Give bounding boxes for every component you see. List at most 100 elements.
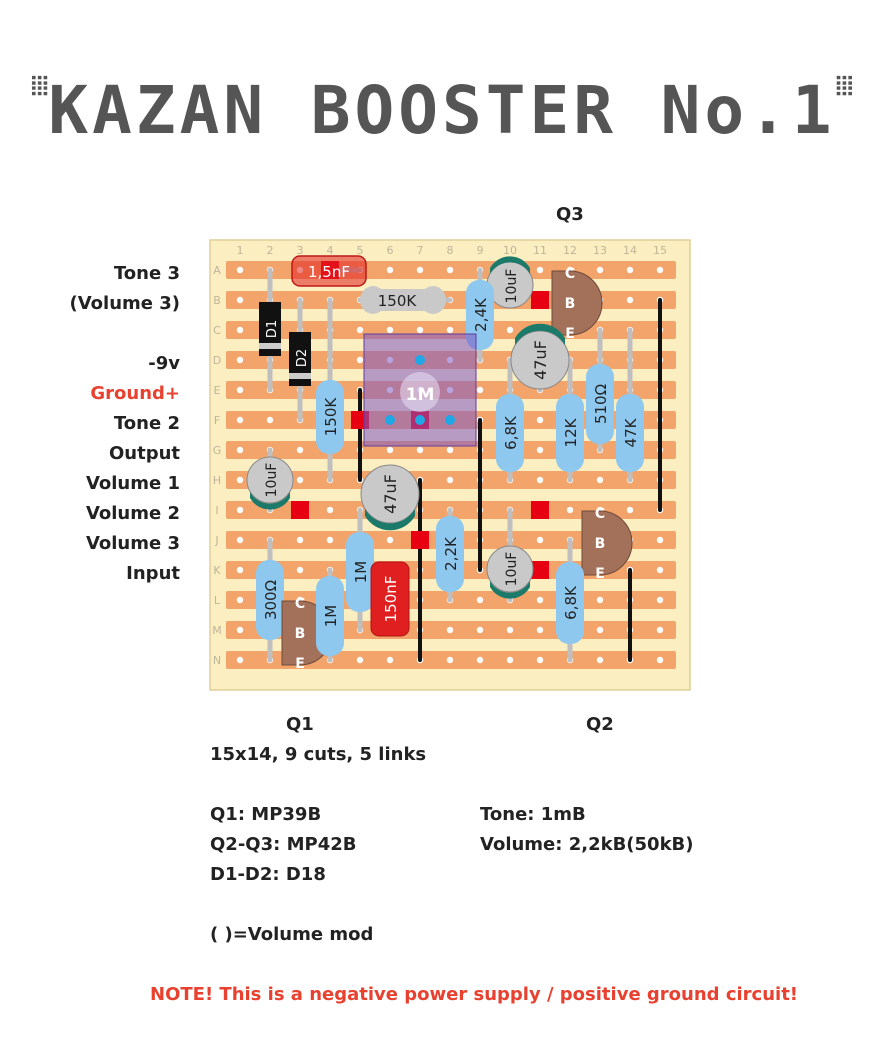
strip-hole xyxy=(536,656,544,664)
d1-d2-spec: D1-D2: D18 xyxy=(210,864,326,885)
pin-e-label: E xyxy=(565,326,575,342)
strip-hole xyxy=(656,626,664,634)
left-label-ground: Ground+ xyxy=(90,383,180,404)
strip-cut xyxy=(531,291,549,309)
strip-hole xyxy=(536,596,544,604)
row-letter: H xyxy=(213,474,221,487)
col-number: 7 xyxy=(417,244,424,257)
pin-b-label: B xyxy=(295,626,306,642)
strip-hole xyxy=(386,446,394,454)
capacitor-1-5nf: 1,5nF xyxy=(291,255,367,287)
capacitor-label: 10uF xyxy=(264,463,280,498)
resistor-label: 47K xyxy=(622,417,640,447)
strip-hole xyxy=(596,596,604,604)
strip-hole xyxy=(386,656,394,664)
strip-hole xyxy=(236,266,244,274)
strip-hole xyxy=(416,266,424,274)
col-number: 5 xyxy=(357,244,364,257)
transistor-q2: C B E xyxy=(581,506,633,582)
strip-hole xyxy=(536,476,544,484)
col-number: 1 xyxy=(237,244,244,257)
row-letter: J xyxy=(214,534,218,547)
col-number: 11 xyxy=(533,244,547,257)
potentiometer-label: 1M xyxy=(406,385,435,405)
strip-hole xyxy=(236,476,244,484)
strip-hole xyxy=(296,476,304,484)
polarity-warning: NOTE! This is a negative power supply / … xyxy=(150,984,799,1005)
strip-hole xyxy=(566,506,574,514)
title-ornament-left: ⦙⦙⦙ xyxy=(30,72,49,102)
wire-links xyxy=(358,298,662,662)
pin-c-label: C xyxy=(295,596,305,612)
strip-hole xyxy=(596,656,604,664)
strip-hole xyxy=(326,506,334,514)
row-letter: D xyxy=(213,354,221,367)
q1-label: Q1 xyxy=(286,714,314,735)
strip-hole xyxy=(446,626,454,634)
strip-hole xyxy=(446,326,454,334)
strip-hole xyxy=(626,296,634,304)
strip-hole xyxy=(536,266,544,274)
resistor-2-4k: 2,4K xyxy=(466,280,494,350)
pin-c-label: C xyxy=(565,266,575,282)
strip-hole xyxy=(656,656,664,664)
strip-hole xyxy=(536,416,544,424)
strip-hole xyxy=(296,446,304,454)
strip-hole xyxy=(446,656,454,664)
board-summary: 15x14, 9 cuts, 5 links xyxy=(210,744,427,765)
strip-cut xyxy=(531,561,549,579)
resistor-label: 12K xyxy=(562,417,580,447)
col-number: 4 xyxy=(327,244,334,257)
col-number: 2 xyxy=(267,244,274,257)
resistor-47k: 47K xyxy=(616,394,644,472)
strip-hole xyxy=(476,656,484,664)
resistor-510: 510Ω xyxy=(586,364,614,444)
capacitor-label: 10uF xyxy=(504,552,520,587)
strip-cut xyxy=(291,501,309,519)
strip-cut xyxy=(531,501,549,519)
strip-hole xyxy=(236,536,244,544)
pin-b-label: B xyxy=(565,296,576,312)
capacitor-47uf-top: 47uF xyxy=(510,323,570,390)
row-letter: F xyxy=(214,414,220,427)
strip-hole xyxy=(506,656,514,664)
col-number: 10 xyxy=(503,244,517,257)
resistor-label: 150K xyxy=(322,397,340,437)
resistor-1m-a: 1M xyxy=(346,532,374,612)
volume-pot-spec: Volume: 2,2kB(50kB) xyxy=(480,834,694,855)
strip-hole xyxy=(476,626,484,634)
strip-hole xyxy=(356,326,364,334)
left-label-input: Input xyxy=(126,563,180,584)
strip-hole xyxy=(536,536,544,544)
strip-hole xyxy=(476,386,484,394)
strip-hole xyxy=(236,386,244,394)
pin-c-label: C xyxy=(595,506,605,522)
capacitor-label: 10uF xyxy=(504,269,520,304)
strip-hole xyxy=(356,656,364,664)
strip-hole xyxy=(656,566,664,574)
strip-hole xyxy=(416,446,424,454)
resistor-1m-b: 1M xyxy=(316,576,344,656)
diode-d2: D2 xyxy=(289,332,311,386)
resistor-label: 2,2K xyxy=(442,536,460,571)
strip-hole xyxy=(296,566,304,574)
diode-d1: D1 xyxy=(259,302,281,356)
capacitor-label: 150nF xyxy=(382,576,400,623)
diode-label: D2 xyxy=(295,349,310,367)
strip-hole xyxy=(356,356,364,364)
row-letters: A B C D E F G H I J K L M N xyxy=(212,264,222,667)
row-letter: C xyxy=(213,324,221,337)
strip-hole xyxy=(386,266,394,274)
capacitor-150nf: 150nF xyxy=(370,561,410,637)
row-letter: L xyxy=(214,594,221,607)
strip-hole xyxy=(626,266,634,274)
strip-hole xyxy=(236,326,244,334)
strip-hole xyxy=(506,326,514,334)
transistor-q3: C B E xyxy=(551,266,603,342)
resistor-150k-top: 150K xyxy=(360,286,446,314)
pin-e-label: E xyxy=(295,656,305,672)
strip-hole xyxy=(236,566,244,574)
resistor-label: 6,8K xyxy=(502,415,520,450)
resistor-label: 300Ω xyxy=(262,580,280,620)
left-label-tone2: Tone 2 xyxy=(113,413,180,434)
